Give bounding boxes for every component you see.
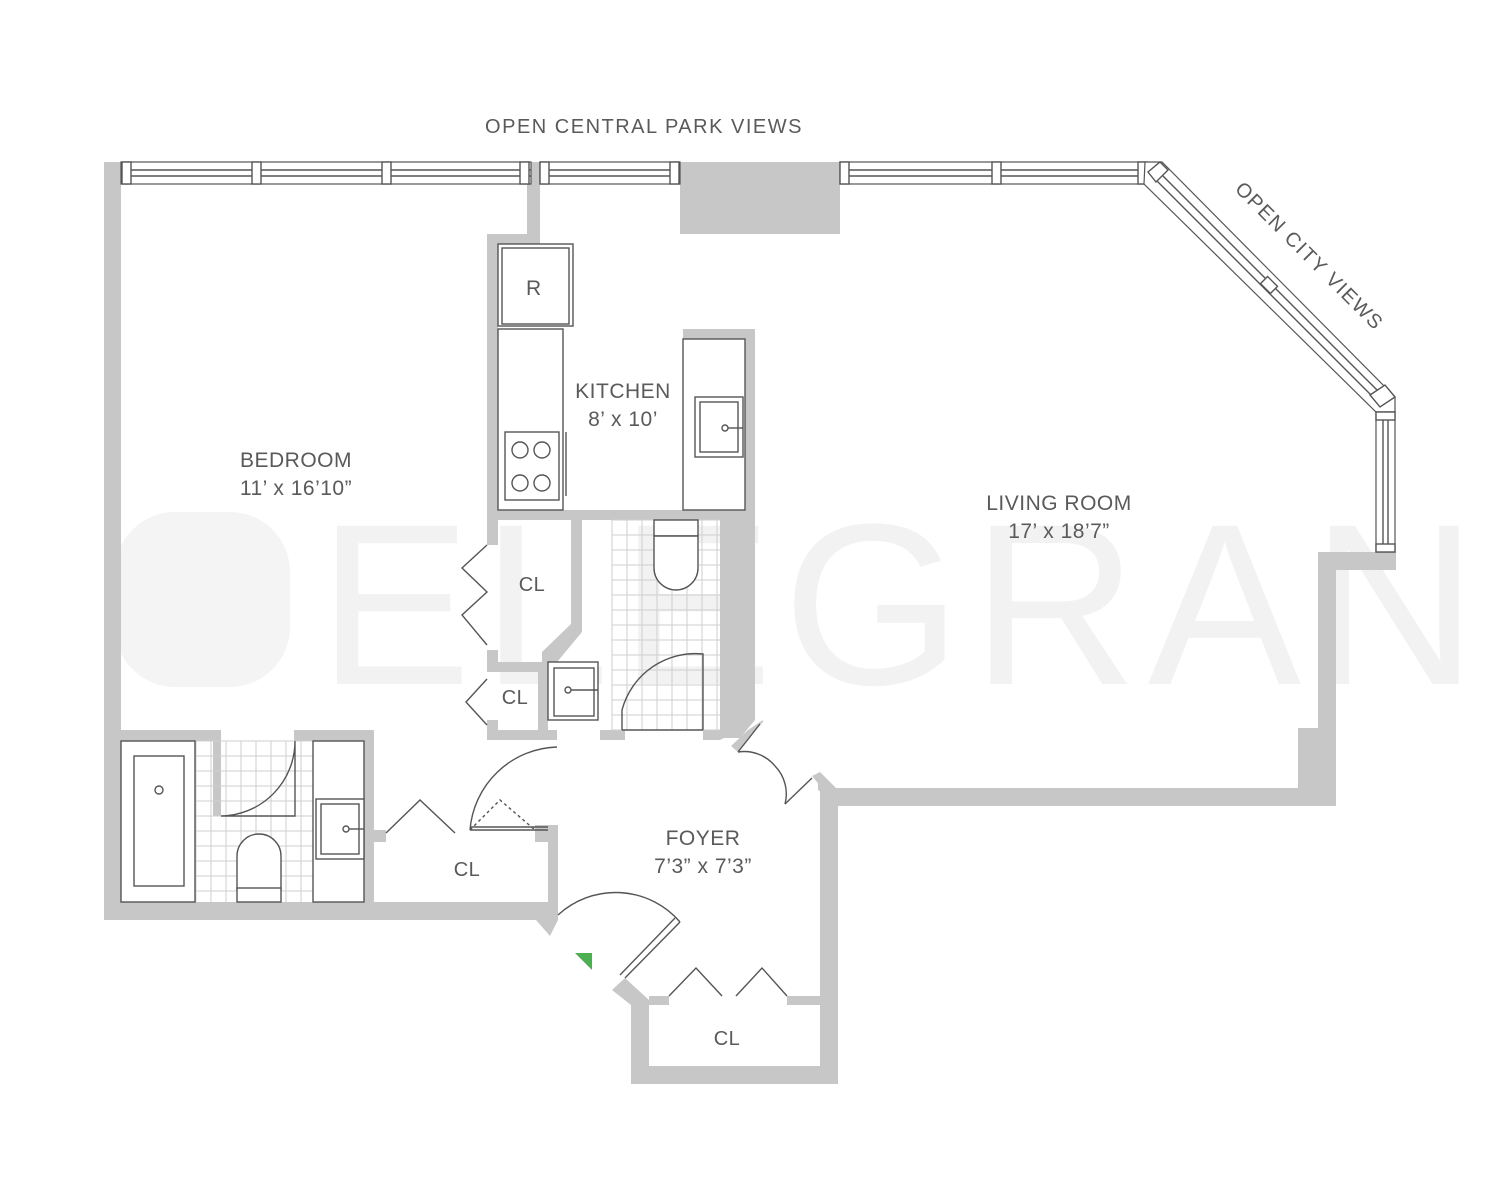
closet-label-3: CL [454, 859, 481, 881]
stove [504, 431, 560, 501]
living-door [737, 750, 776, 767]
watermark: ELEGRAN [115, 476, 1477, 733]
bedroom-dims: 11’ x 16’10” [240, 477, 352, 500]
closet-door-1 [460, 544, 489, 646]
windows [120, 161, 1397, 553]
kitchen-sink [694, 396, 744, 458]
kitchen-name: KITCHEN [575, 380, 671, 403]
foyer-name: FOYER [666, 827, 741, 850]
foyer-dims: 7’3” x 7’3” [654, 855, 752, 878]
closet-label-2: CL [502, 687, 529, 709]
refrigerator-label: R [526, 277, 542, 300]
doors [385, 544, 813, 997]
walls [104, 162, 1396, 1084]
refrigerator [497, 243, 574, 327]
closet-door-4 [668, 966, 723, 997]
watermark-logo-shape [115, 512, 290, 687]
hall-bath-toilet [653, 535, 699, 591]
view-label-north: OPEN CENTRAL PARK VIEWS [485, 116, 803, 138]
hall-bath-toilet-tank [653, 519, 699, 537]
closet-door-3 [385, 799, 456, 834]
living-room-dims: 17’ x 18’7” [1008, 520, 1110, 543]
hall-bath [547, 519, 720, 731]
closet-label-4: CL [714, 1028, 741, 1050]
kitchen-fixtures: R [497, 243, 746, 511]
entry-door [557, 891, 681, 923]
hall-bath-sink [547, 661, 599, 721]
kitchen-dims: 8’ x 10’ [588, 408, 658, 431]
closet-door-2 [465, 678, 488, 726]
bedroom-door [469, 746, 558, 831]
hall-bath-door [621, 652, 704, 730]
living-room-name: LIVING ROOM [986, 492, 1132, 515]
closet-label-1: CL [519, 574, 546, 596]
entry-marker [575, 953, 592, 970]
master-bath-door [220, 740, 296, 817]
bedroom-name: BEDROOM [240, 449, 352, 472]
master-bath [120, 740, 365, 903]
master-bath-toilet [236, 833, 282, 891]
